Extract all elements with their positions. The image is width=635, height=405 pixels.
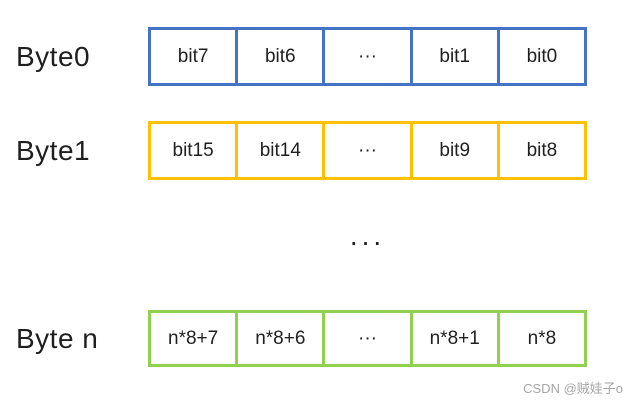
byte0-row: Byte0 bit7 bit6 ··· bit1 bit0: [0, 27, 635, 86]
bit-cell: bit1: [409, 30, 497, 83]
bit-cell-ellipsis: ···: [322, 124, 409, 177]
byten-label: Byte n: [16, 322, 99, 354]
bit-cell: n*8+1: [409, 313, 497, 364]
byten-bit-table: n*8+7 n*8+6 ··· n*8+1 n*8: [148, 310, 587, 367]
csdn-watermark: CSDN @贼娃子o: [523, 381, 623, 396]
byte1-label: Byte1: [16, 134, 91, 166]
byte1-row: Byte1 bit15 bit14 ··· bit9 bit8: [0, 121, 635, 180]
bit-cell: bit14: [235, 124, 322, 177]
bit-cell: bit6: [235, 30, 322, 83]
byte0-label: Byte0: [16, 40, 91, 72]
bit-cell-ellipsis: ···: [322, 30, 409, 83]
bit-cell: bit7: [177, 45, 209, 67]
byten-row: Byte n n*8+7 n*8+6 ··· n*8+1 n*8: [0, 310, 635, 367]
rows-ellipsis: ...: [349, 220, 386, 251]
byte0-bit-table: bit7 bit6 ··· bit1 bit0: [148, 27, 587, 86]
bit-cell: bit15: [172, 139, 214, 161]
byte1-bit-table: bit15 bit14 ··· bit9 bit8: [148, 121, 587, 180]
bit-cell: n*8+6: [235, 313, 322, 364]
bit-cell-ellipsis: ···: [322, 313, 409, 364]
bit-cell: bit8: [496, 124, 584, 177]
bit-cell: n*8+7: [168, 327, 219, 349]
bit-cell: n*8: [496, 313, 584, 364]
bit-cell: bit0: [496, 30, 584, 83]
bit-cell: bit9: [409, 124, 497, 177]
